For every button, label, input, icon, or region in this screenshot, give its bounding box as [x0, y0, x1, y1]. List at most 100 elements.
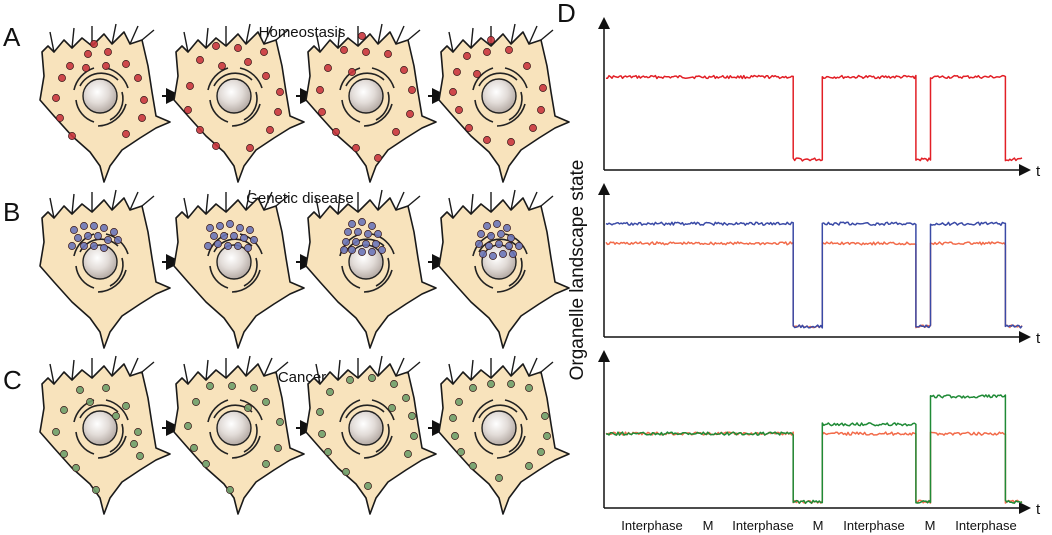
organelle-dot — [451, 432, 459, 440]
organelle-dot — [74, 234, 82, 242]
phase-label: Interphase — [955, 518, 1016, 533]
er-membrane — [209, 265, 229, 289]
filopodium — [470, 27, 474, 49]
er-membrane — [213, 72, 253, 87]
organelle-dot — [72, 464, 80, 472]
filopodium — [183, 31, 189, 53]
organelle-dot — [495, 474, 503, 482]
organelle-dot — [60, 450, 68, 458]
phase-label: Interphase — [732, 518, 793, 533]
er-membrane — [75, 99, 95, 123]
organelle-dot — [332, 128, 340, 136]
filopodium — [337, 27, 341, 49]
organelle-dot — [358, 248, 366, 256]
phase-label: Interphase — [843, 518, 904, 533]
organelle-dot — [90, 222, 98, 230]
filopodium — [377, 189, 383, 211]
organelle-dot — [515, 242, 523, 250]
organelle-dot — [60, 406, 68, 414]
organelle-dot — [507, 234, 515, 242]
organelle-dot — [102, 384, 110, 392]
organelle-dot — [400, 66, 408, 74]
er-membrane — [109, 91, 124, 121]
organelle-dot — [114, 236, 122, 244]
organelle-dot — [487, 232, 495, 240]
organelle-dot — [489, 252, 497, 260]
er-membrane — [339, 399, 361, 423]
organelle-dot — [130, 440, 138, 448]
organelle-dot — [392, 128, 400, 136]
organelle-dot — [68, 132, 76, 140]
organelle-dot — [276, 88, 284, 96]
er-membrane — [231, 103, 261, 127]
phase-label: M — [703, 518, 714, 533]
organelle-dot — [52, 94, 60, 102]
er-membrane — [478, 72, 518, 87]
er-membrane — [207, 399, 229, 423]
organelle-dot — [497, 230, 505, 238]
er-membrane — [504, 233, 528, 255]
organelle-dot — [134, 428, 142, 436]
er-membrane — [472, 399, 494, 423]
filopodium — [448, 363, 454, 385]
phase-label: Interphase — [621, 518, 682, 533]
filopodium — [71, 27, 75, 49]
er-membrane — [504, 67, 528, 89]
organelle-dot — [455, 106, 463, 114]
filopodium — [111, 355, 117, 377]
organelle-dot — [316, 408, 324, 416]
organelle-dot — [449, 414, 457, 422]
er-membrane — [371, 67, 395, 89]
organelle-dot — [342, 468, 350, 476]
series-line-2 — [605, 394, 1023, 505]
filopodium — [183, 197, 189, 219]
organelle-dot — [354, 228, 362, 236]
organelle-dot — [226, 486, 234, 494]
cell-a-3 — [305, 23, 437, 183]
organelle-dot — [483, 222, 491, 230]
er-membrane — [239, 67, 263, 89]
organelle-dot — [352, 144, 360, 152]
organelle-dot — [378, 246, 386, 254]
chart-panel-2: t — [598, 183, 1041, 347]
cell-c-1 — [39, 355, 171, 515]
filopodium — [245, 355, 251, 377]
organelle-dot — [274, 108, 282, 116]
organelle-dot — [206, 382, 214, 390]
filopodium — [510, 189, 516, 211]
er-membrane — [474, 265, 494, 289]
er-membrane — [239, 399, 263, 421]
organelle-dot — [122, 402, 130, 410]
er-membrane — [345, 72, 385, 87]
organelle-dot — [537, 448, 545, 456]
er-membrane — [474, 99, 494, 123]
organelle-dot — [449, 88, 457, 96]
organelle-dot — [368, 374, 376, 382]
organelle-dot — [324, 64, 332, 72]
nucleus — [481, 78, 517, 114]
er-membrane — [341, 431, 361, 455]
organelle-dot — [469, 462, 477, 470]
organelle-dot — [499, 250, 507, 258]
filopodium — [263, 191, 273, 211]
phase-label: M — [925, 518, 936, 533]
organelle-dot — [346, 376, 354, 384]
cell-b-2 — [173, 189, 305, 349]
cell-a-2 — [173, 23, 305, 183]
series-line-2 — [605, 221, 1023, 329]
filopodium — [540, 195, 554, 207]
er-membrane — [105, 399, 129, 421]
chart-panel-1: t — [598, 17, 1041, 180]
organelle-dot — [52, 428, 60, 436]
organelle-dot — [406, 110, 414, 118]
organelle-dot — [246, 226, 254, 234]
cell-diagram-rows — [39, 23, 570, 515]
er-membrane — [478, 238, 518, 253]
organelle-dot — [104, 48, 112, 56]
organelle-dot — [384, 50, 392, 58]
organelle-dot — [196, 56, 204, 64]
row-title-genetic-disease: Genetic disease — [246, 190, 354, 207]
organelle-dot — [390, 380, 398, 388]
filopodium — [129, 191, 139, 211]
organelle-dot — [402, 394, 410, 402]
